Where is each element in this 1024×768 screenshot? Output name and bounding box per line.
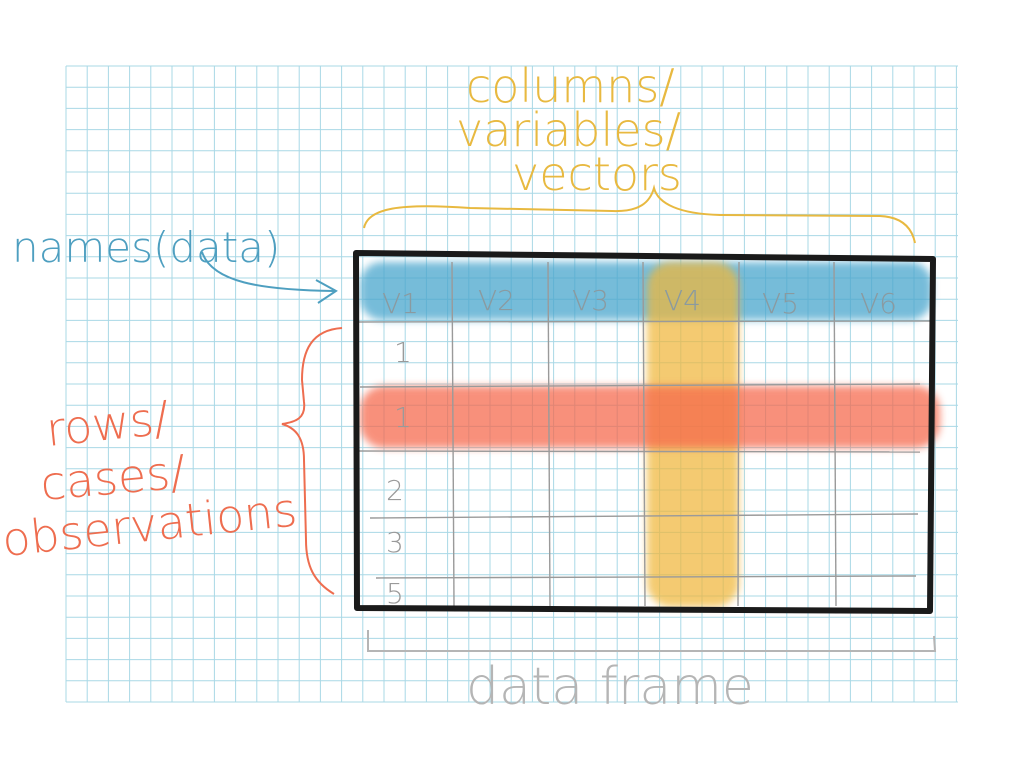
- columns-brace: [363, 184, 916, 244]
- header-v6: V6: [860, 287, 897, 320]
- graph-paper-grid: [65, 65, 958, 703]
- column-headers: V1 V2 V3 V4 V5 V6: [382, 284, 897, 320]
- columns-label-line2: variables/: [456, 103, 681, 157]
- data-frame-label: data frame: [466, 657, 754, 717]
- row-id-4: 3: [386, 526, 404, 559]
- rows-annotation: rows/ cases/ observations: [0, 390, 300, 567]
- rows-label-line2: cases/: [38, 445, 187, 511]
- row-id-5: 5: [386, 577, 404, 610]
- inner-cell-lines: [357, 261, 933, 607]
- data-frame-bracket: [367, 630, 937, 652]
- header-v4: V4: [664, 284, 701, 317]
- header-v3: V3: [572, 284, 609, 317]
- row-ids: 1 1 2 3 5: [386, 336, 412, 610]
- rows-brace: [281, 327, 343, 595]
- table-border: [353, 250, 936, 614]
- columns-label-line1: columns/: [466, 59, 675, 113]
- names-data-label: names(data): [12, 223, 280, 272]
- row-id-3: 2: [386, 474, 404, 507]
- columns-annotation: columns/ variables/ vectors: [456, 59, 682, 201]
- header-highlight: [360, 262, 932, 320]
- header-v5: V5: [762, 287, 799, 320]
- rows-label-line1: rows/: [44, 390, 172, 457]
- row-id-2: 1: [394, 401, 412, 434]
- names-arrow: [201, 251, 335, 292]
- header-v1: V1: [382, 287, 419, 320]
- header-v2: V2: [478, 284, 515, 317]
- row-id-1: 1: [394, 336, 412, 369]
- names-arrowhead: [315, 279, 338, 304]
- row-highlight: [360, 386, 940, 448]
